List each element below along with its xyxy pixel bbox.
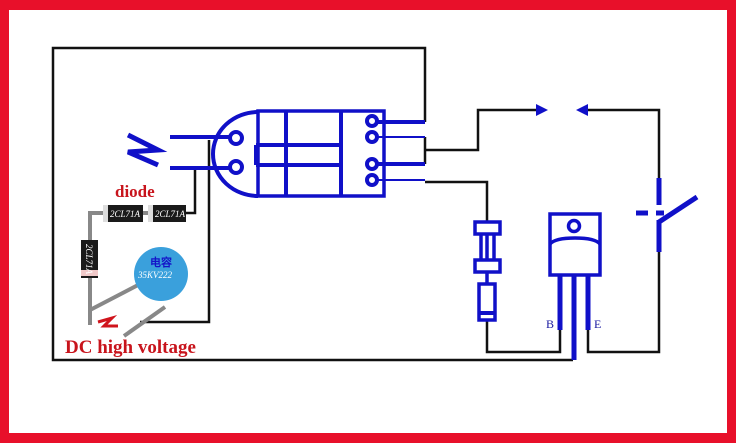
spark-gap-right-wire [583, 108, 661, 180]
diode-1: 2CL71A [103, 205, 143, 222]
spark-gap-left-wire [425, 108, 540, 152]
base-wire [485, 320, 562, 354]
diode-3: 2CL71A [81, 240, 98, 278]
dc-high-voltage-label: DC high voltage [65, 337, 196, 358]
pin-e-label: E [594, 317, 601, 331]
spark-icon [97, 314, 118, 328]
arrow-right-icon [536, 104, 548, 116]
capacitor-return-wire [140, 140, 211, 324]
pin-b-label: B [546, 317, 554, 331]
outer-loop-wire [51, 46, 573, 362]
diode-2: 2CL71A [148, 205, 186, 222]
hv-leads [88, 211, 167, 338]
diode-label: diode [115, 182, 155, 201]
transistor [548, 212, 602, 360]
ac-symbol-icon [126, 132, 168, 168]
fuse-resistor [473, 220, 502, 322]
svg-text:35KV222: 35KV222 [137, 270, 173, 280]
svg-text:2CL71A: 2CL71A [155, 209, 186, 219]
svg-text:2CL71A: 2CL71A [84, 244, 94, 275]
svg-text:电容: 电容 [150, 255, 172, 269]
plug-connector [126, 109, 425, 198]
arrow-left-icon [576, 104, 588, 116]
svg-text:2CL71A: 2CL71A [110, 209, 141, 219]
wires [51, 46, 661, 362]
switch [636, 178, 699, 252]
emitter-wire [586, 250, 661, 354]
diode-feed-wire [182, 170, 197, 215]
capacitor: 电容 35KV222 [134, 247, 188, 301]
fuse-feed-wire [425, 180, 489, 222]
